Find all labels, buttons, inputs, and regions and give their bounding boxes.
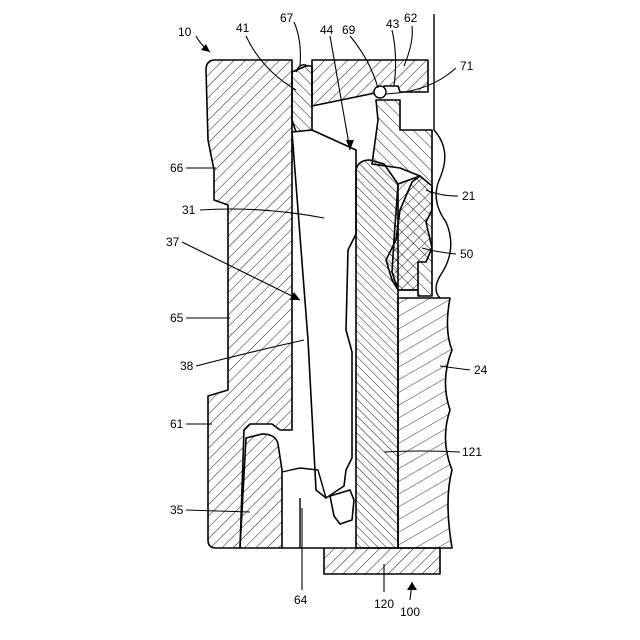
label-21: 21 (462, 189, 476, 203)
label-10: 10 (178, 25, 192, 39)
label-35: 35 (170, 503, 184, 517)
label-120: 120 (374, 597, 394, 611)
break-edge-right (434, 14, 451, 298)
label-38: 38 (180, 359, 194, 373)
label-100: 100 (400, 605, 420, 619)
label-66: 66 (170, 161, 184, 175)
label-62: 62 (404, 11, 418, 25)
label-71: 71 (460, 59, 474, 73)
label-121: 121 (462, 445, 482, 459)
board-120 (356, 160, 398, 548)
label-41: 41 (236, 21, 250, 35)
arrow-100 (407, 582, 417, 590)
label-67: 67 (280, 11, 294, 25)
label-50: 50 (460, 247, 474, 261)
label-69: 69 (342, 23, 356, 37)
part-35 (240, 434, 282, 548)
base-100 (324, 548, 440, 574)
label-31: 31 (182, 203, 196, 217)
label-43: 43 (386, 17, 400, 31)
contact-point-71 (374, 86, 386, 98)
connector-24 (398, 298, 452, 548)
leader-67 (294, 22, 300, 66)
label-61: 61 (170, 417, 184, 431)
label-64: 64 (294, 593, 308, 607)
label-37: 37 (166, 235, 180, 249)
contact-41 (292, 66, 312, 132)
label-44: 44 (320, 23, 334, 37)
contact-tip (330, 490, 354, 524)
label-65: 65 (170, 311, 184, 325)
terminal-38 (292, 130, 356, 498)
label-24: 24 (474, 363, 488, 377)
